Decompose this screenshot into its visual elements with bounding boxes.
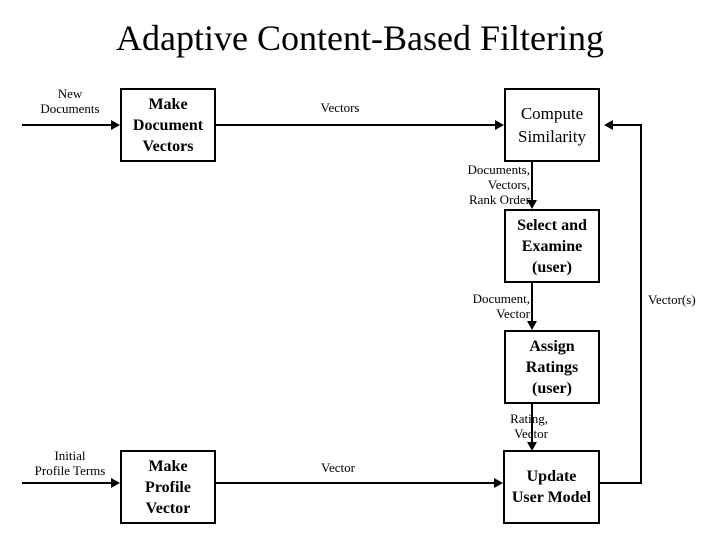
connector-assign-ratings-to-update-user-model — [531, 404, 533, 446]
page-title: Adaptive Content-Based Filtering — [116, 18, 604, 58]
node-select-and-examine[interactable]: Select and Examine (user) — [504, 209, 600, 283]
arrowhead-into-update-user-model-left — [494, 478, 503, 488]
edge-label-vector: Vector — [321, 460, 355, 475]
connector-feedback-top-segment — [613, 124, 642, 126]
arrowhead-into-compute-similarity-right — [604, 120, 613, 130]
arrowhead-into-compute-similarity-left — [495, 120, 504, 130]
connector-make-document-vectors-to-compute-similarity — [216, 124, 497, 126]
arrowhead-into-select-and-examine — [527, 200, 537, 209]
node-make-document-vectors[interactable]: Make Document Vectors — [120, 88, 216, 162]
edge-label-vector-s: Vector(s) — [648, 292, 696, 307]
connector-make-profile-vector-to-update-user-model — [216, 482, 496, 484]
edge-label-initial-profile-terms: Initial Profile Terms — [34, 448, 106, 478]
connector-feedback-bottom-segment — [600, 482, 642, 484]
connector-initial-profile-terms-to-make-profile-vector — [22, 482, 112, 484]
node-assign-ratings[interactable]: Assign Ratings (user) — [504, 330, 600, 404]
arrowhead-into-update-user-model — [527, 442, 537, 451]
node-compute-similarity[interactable]: Compute Similarity — [504, 88, 600, 162]
node-make-profile-vector[interactable]: Make Profile Vector — [120, 450, 216, 524]
connector-new-documents-to-make-document-vectors — [22, 124, 112, 126]
edge-label-document-vector: Document, Vector — [472, 291, 530, 321]
connector-compute-similarity-to-select-and-examine — [531, 162, 533, 204]
edge-label-new-documents: New Documents — [40, 86, 100, 116]
connector-feedback-right-segment — [640, 124, 642, 484]
arrowhead-into-make-document-vectors — [111, 120, 120, 130]
edge-label-documents-vectors-rank-order: Documents, Vectors, Rank Order — [467, 162, 530, 207]
edge-label-vectors: Vectors — [320, 100, 360, 115]
node-update-user-model[interactable]: Update User Model — [503, 450, 600, 524]
arrowhead-into-make-profile-vector — [111, 478, 120, 488]
connector-select-and-examine-to-assign-ratings — [531, 283, 533, 325]
arrowhead-into-assign-ratings — [527, 321, 537, 330]
